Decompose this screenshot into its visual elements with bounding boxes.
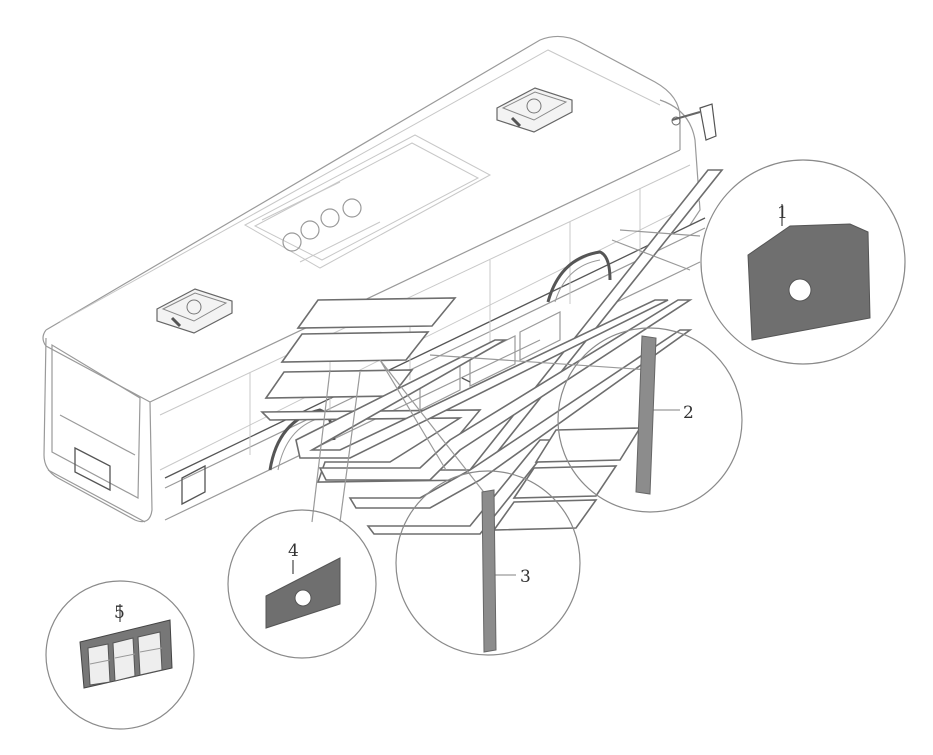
detail-circle-3: 3 bbox=[395, 470, 581, 656]
roof-ac-unit-rear bbox=[156, 288, 233, 334]
detail-circle-1: 1 bbox=[700, 159, 906, 365]
roof-vent-fans bbox=[261, 181, 381, 263]
callout-label-1: 1 bbox=[777, 203, 788, 223]
callout-label-2: 2 bbox=[683, 403, 694, 423]
side-mirror bbox=[671, 103, 717, 141]
part-5-grille bbox=[79, 619, 173, 689]
bus-body bbox=[42, 35, 706, 523]
callout-label-5: 5 bbox=[114, 603, 125, 623]
detail-circle-4: 4 bbox=[227, 509, 377, 659]
wheel-arch-front bbox=[546, 250, 612, 303]
roof-ac-unit-front bbox=[496, 87, 573, 133]
callout-label-3: 3 bbox=[520, 567, 531, 587]
part-1-decal bbox=[747, 223, 871, 341]
leader-lines bbox=[311, 229, 701, 576]
detail-circle-2: 2 bbox=[557, 327, 743, 513]
part-2-strip bbox=[635, 335, 657, 495]
detail-circle-5: 5 bbox=[45, 580, 195, 730]
callout-label-4: 4 bbox=[288, 541, 299, 561]
part-3-strip bbox=[481, 489, 497, 653]
